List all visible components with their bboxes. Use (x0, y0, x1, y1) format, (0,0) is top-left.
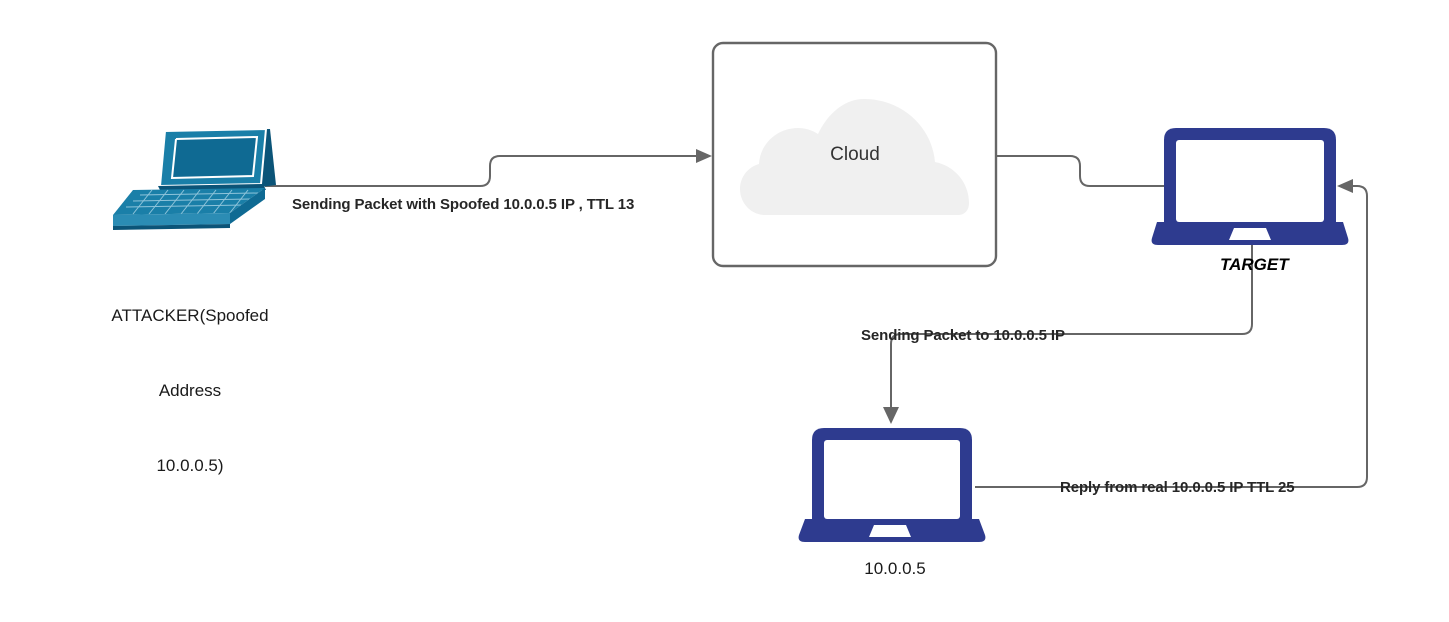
edge-attacker-to-cloud[interactable] (265, 149, 712, 187)
edge-label-victim-to-target: Reply from real 10.0.0.5 IP TTL 25 (1060, 479, 1295, 496)
attacker-label: ATTACKER(Spoofed Address 10.0.0.5) (65, 253, 315, 528)
arrowhead-into-cloud (696, 149, 712, 163)
attacker-label-line3: 10.0.0.5) (156, 456, 224, 475)
edge-target-to-victim[interactable] (883, 245, 1253, 424)
victim-label: 10.0.0.5 (864, 559, 926, 578)
edge-label-target-to-victim: Sending Packet to 10.0.0.5 IP (861, 327, 1065, 344)
target-laptop-icon[interactable] (1151, 128, 1349, 245)
attacker-label-line1: ATTACKER(Spoofed (111, 306, 269, 325)
arrowhead-into-victim (883, 407, 899, 424)
edge-cloud-to-target[interactable] (996, 155, 1172, 187)
cloud-label: Cloud (830, 144, 880, 165)
arrowhead-into-target (1337, 179, 1353, 193)
target-label: TARGET (1220, 255, 1289, 274)
cloud-icon (740, 99, 969, 215)
edge-victim-to-target[interactable] (975, 179, 1368, 488)
attacker-label-line2: Address (158, 381, 222, 400)
victim-laptop-icon[interactable] (798, 428, 986, 542)
edge-label-attacker-to-cloud: Sending Packet with Spoofed 10.0.0.5 IP … (292, 196, 635, 213)
attacker-laptop-icon[interactable] (113, 127, 276, 230)
cloud-node[interactable] (711, 41, 998, 268)
